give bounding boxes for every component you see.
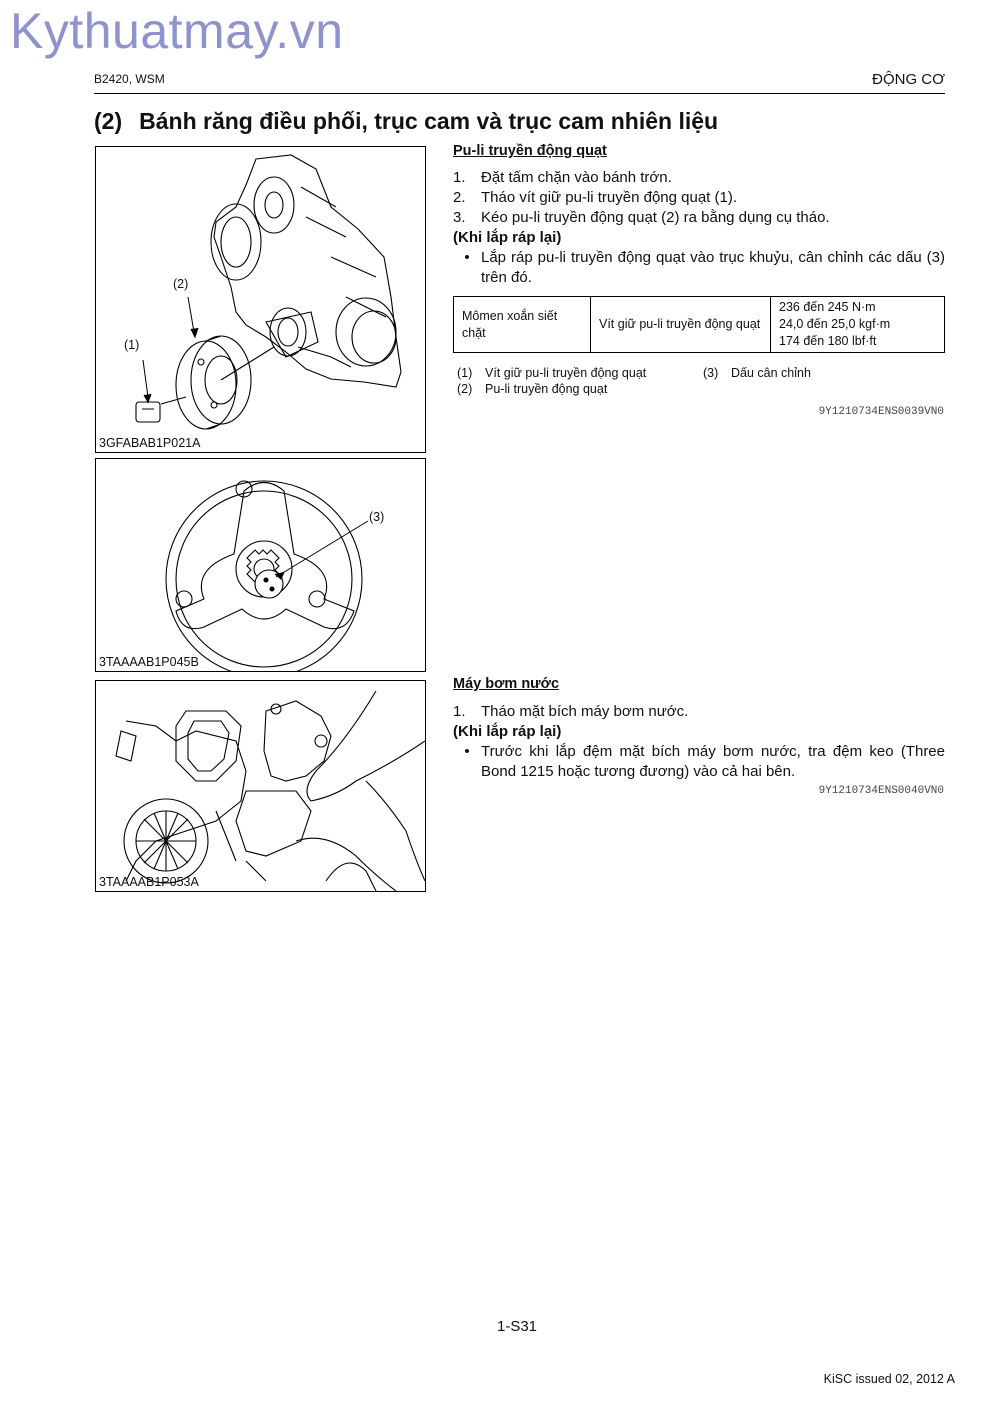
document-code: 9Y1210734ENS0039VN0: [818, 406, 944, 418]
bullet-mark: •: [464, 743, 470, 760]
step-text: Kéo pu-li truyền động quạt (2) ra bằng d…: [481, 209, 830, 226]
bullet-text: Trước khi lắp đệm mặt bích máy bơm nước,…: [481, 743, 945, 780]
water-pump-drawing: [115, 690, 426, 892]
section-title: (2) Bánh răng điều phối, trục cam và trục…: [94, 108, 718, 135]
legend-item: (3) Dấu cân chỉnh: [703, 366, 811, 380]
bullet-item: • Lắp ráp pu-li truyền động quạt vào trục…: [453, 248, 945, 288]
step-number: 3.: [453, 209, 466, 226]
figure-water-pump: 3TAAAAB1P053A: [95, 680, 426, 892]
page-number: 1-S31: [497, 1318, 538, 1335]
water-pump-instructions: 1. Tháo mặt bích máy bơm nước. (Khi lắp r…: [453, 702, 945, 782]
issue-note: KiSC issued 02, 2012 A: [823, 1372, 955, 1386]
pulley-face-drawing: [165, 480, 369, 678]
torque-spec-table: Mômen xoắn siết chặt Vít giữ pu-li truyề…: [453, 296, 945, 353]
spec-value-lbfft: 174 đến 180 lbf·ft: [779, 334, 877, 348]
step-item: 1. Tháo mặt bích máy bơm nước.: [453, 702, 945, 722]
callout-label: (1): [124, 338, 140, 352]
header-rule: [94, 93, 945, 94]
bullet-item: • Trước khi lắp đệm mặt bích máy bơm nước…: [453, 742, 945, 782]
legend-text: Dấu cân chỉnh: [731, 366, 811, 380]
fan-pulley-heading: Pu-li truyền động quạt: [453, 143, 607, 159]
reassembly-heading: (Khi lắp ráp lại): [453, 723, 562, 740]
spec-item: Vít giữ pu-li truyền động quạt: [590, 296, 771, 353]
figure-caption: 3TAAAAB1P053A: [99, 875, 199, 889]
spec-values: 236 đến 245 N·m 24,0 đến 25,0 kgf·m 174 …: [770, 296, 945, 353]
legend-number: (3): [703, 366, 719, 380]
water-pump-heading: Máy bơm nước: [453, 676, 560, 692]
step-number: 1.: [453, 703, 466, 720]
header-chapter: ĐỘNG CƠ: [872, 71, 945, 88]
spec-value-kgfm: 24,0 đến 25,0 kgf·m: [779, 317, 891, 331]
step-number: 2.: [453, 189, 466, 206]
step-item: 2. Tháo vít giữ pu-li truyền động quạt (1…: [453, 188, 945, 208]
callout-label: (2): [173, 277, 189, 291]
step-item: 3. Kéo pu-li truyền động quạt (2) ra bằng…: [453, 208, 945, 228]
step-text: Đặt tấm chặn vào bánh trớn.: [481, 169, 672, 186]
step-number: 1.: [453, 169, 466, 186]
legend-item: (2) Pu-li truyền động quạt: [457, 382, 607, 396]
section-number: (2): [94, 108, 123, 134]
reassembly-heading: (Khi lắp ráp lại): [453, 229, 562, 246]
section-title-text: Bánh răng điều phối, trục cam và trục ca…: [139, 108, 719, 134]
step-item: 1. Đặt tấm chặn vào bánh trớn.: [453, 168, 945, 188]
legend-number: (1): [457, 366, 473, 380]
figure-caption: 3GFABAB1P021A: [99, 436, 201, 450]
legend-number: (2): [457, 382, 473, 396]
fan-pulley-drawing: [135, 154, 402, 430]
figure-fan-pulley-removal: (2) (1) 3GFABAB1P021A: [95, 146, 426, 453]
step-text: Tháo mặt bích máy bơm nước.: [481, 703, 689, 720]
step-text: Tháo vít giữ pu-li truyền động quạt (1).: [481, 189, 738, 206]
bullet-mark: •: [464, 249, 470, 266]
watermark-logo: Kythuatmay.vn: [10, 3, 344, 59]
document-code: 9Y1210734ENS0040VN0: [818, 785, 944, 797]
fan-pulley-instructions: 1. Đặt tấm chặn vào bánh trớn. 2. Tháo vít…: [453, 168, 945, 288]
legend-text: Vít giữ pu-li truyền động quạt: [485, 366, 647, 380]
legend-text: Pu-li truyền động quạt: [485, 382, 608, 396]
bullet-text: Lắp ráp pu-li truyền động quạt vào trục …: [481, 249, 945, 286]
spec-label: Mômen xoắn siết chặt: [453, 296, 591, 353]
spec-value-nm: 236 đến 245 N·m: [779, 300, 876, 314]
figure-caption: 3TAAAAB1P045B: [99, 655, 199, 669]
callout-label: (3): [369, 510, 385, 524]
header-model: B2420, WSM: [94, 72, 165, 86]
legend-item: (1) Vít giữ pu-li truyền động quạt: [457, 366, 646, 380]
figure-alignment-marks: (3) 3TAAAAB1P045B: [95, 458, 426, 678]
